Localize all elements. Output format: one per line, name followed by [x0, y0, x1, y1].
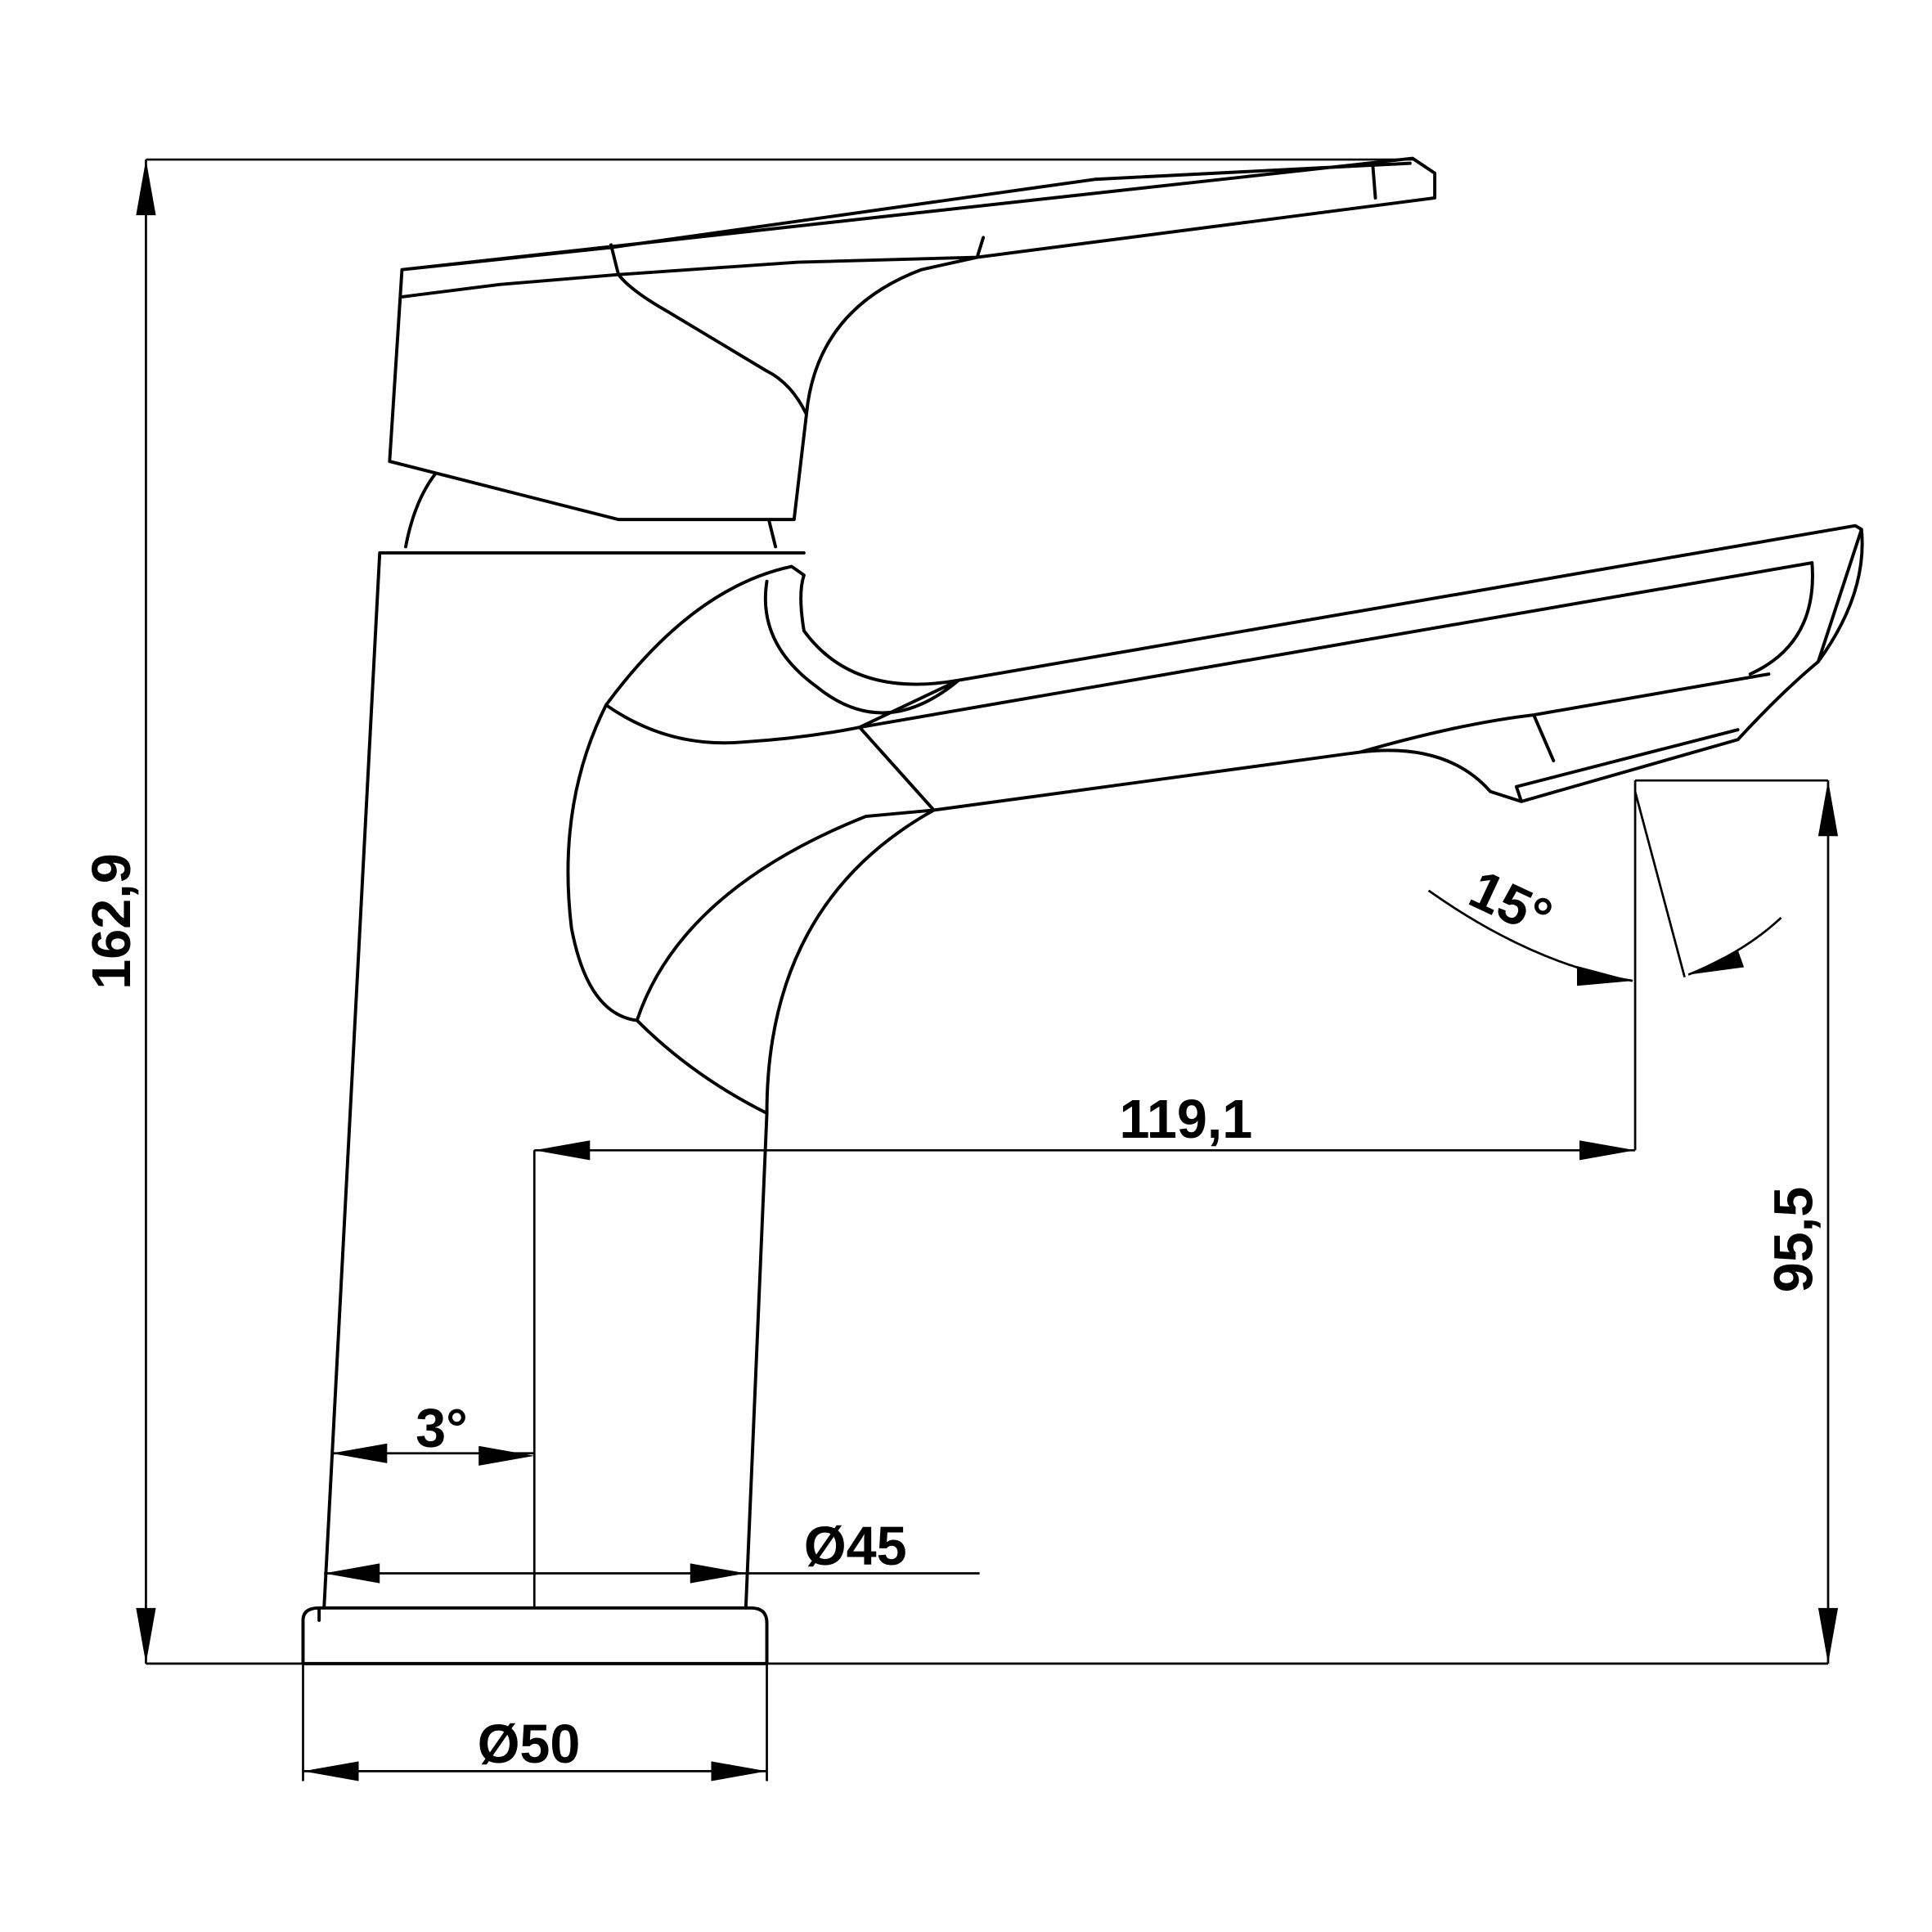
- body-diameter-label: Ø45: [804, 1516, 907, 1577]
- spout: [566, 523, 1864, 1115]
- base-plate: [301, 1606, 769, 1665]
- base-diameter-label: Ø50: [478, 1714, 581, 1775]
- spout-reach-label: 119,1: [1120, 1090, 1253, 1150]
- dimension-lines: [136, 158, 1839, 1781]
- body-taper-label: 3°: [416, 1399, 468, 1459]
- body: [322, 550, 806, 1610]
- spout-angle-label: 15°: [1461, 859, 1561, 949]
- arrowheads: [136, 160, 1839, 1781]
- handle-cap-dome: [404, 472, 778, 549]
- total-height-label: 162,9: [82, 853, 142, 989]
- spout-height-label: 95,5: [1764, 1187, 1824, 1292]
- handle-lever: [388, 156, 1437, 522]
- faucet-outline: [301, 156, 1864, 1665]
